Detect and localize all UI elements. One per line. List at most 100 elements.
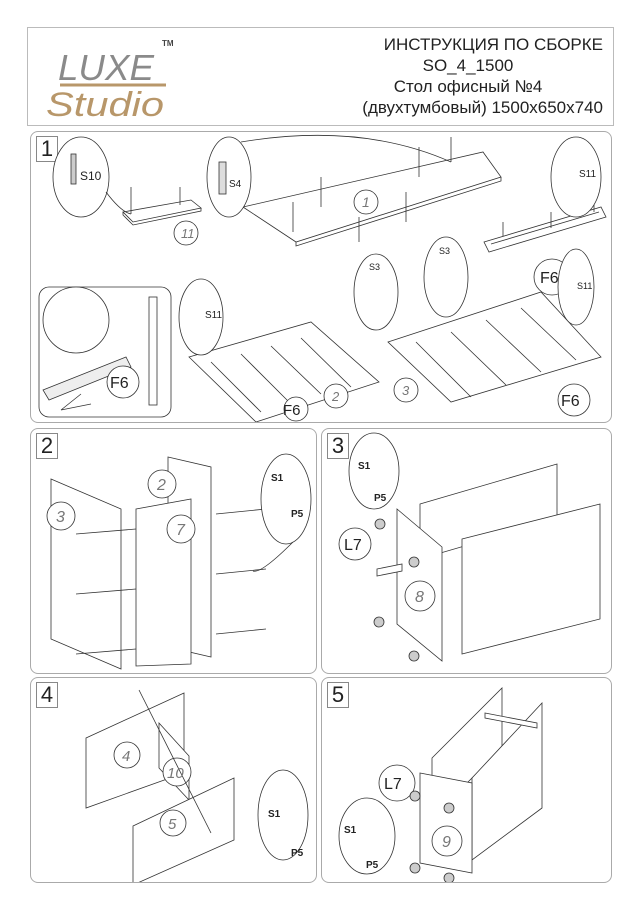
fastener-label: S1 xyxy=(271,473,284,484)
part-9-circle xyxy=(431,825,463,857)
fastener-label: P5 xyxy=(291,509,304,520)
screw-s10-icon xyxy=(70,153,77,185)
leveler-foot-icon xyxy=(408,556,420,568)
fastener-label: S3 xyxy=(369,262,380,272)
fastener-label: S1 xyxy=(268,809,281,820)
fastener-label: S1 xyxy=(344,825,357,836)
callout-s1-p5 xyxy=(260,453,312,545)
panel-11-edge xyxy=(122,208,202,226)
step-number: 5 xyxy=(327,682,349,708)
step-5-panel: 5 9 S1 P5 L7 xyxy=(321,677,612,883)
leveler-foot-icon xyxy=(408,650,420,662)
part-label: 4 xyxy=(122,748,130,765)
part-2-circle xyxy=(147,469,177,499)
part-7-circle xyxy=(166,514,196,544)
fastener-label: S11 xyxy=(577,281,592,291)
step-number: 2 xyxy=(36,433,58,459)
fastener-label: S3 xyxy=(439,246,450,256)
part-label: 11 xyxy=(181,226,195,241)
fastener-label: S1 xyxy=(358,461,371,472)
fastener-label: P5 xyxy=(374,493,387,504)
doc-product-name: Стол офисный №4 xyxy=(393,77,543,96)
fastener-label: P5 xyxy=(366,860,379,871)
top-rail xyxy=(484,712,538,729)
panel-1-edge xyxy=(295,177,502,247)
callout-leader xyxy=(240,134,452,163)
part-5-circle xyxy=(159,809,187,837)
part-label: 2 xyxy=(156,477,166,494)
f6-badge-circle xyxy=(106,365,140,399)
fastener-label: P5 xyxy=(291,848,304,859)
step-number: 3 xyxy=(327,433,349,459)
fitting-label: F6 xyxy=(540,270,559,287)
step-2-panel: 2 3 2 7 S1 P5 xyxy=(30,428,317,674)
screw-s4-icon xyxy=(218,161,227,195)
part-label: 7 xyxy=(176,522,186,539)
callout-s3-right xyxy=(423,236,469,318)
cabinet-side xyxy=(148,296,158,406)
l7-badge-circle xyxy=(338,527,372,561)
doc-model-code: SO_4_1500 xyxy=(422,56,514,75)
part-label: 2 xyxy=(331,389,340,404)
part-4-circle xyxy=(113,741,141,769)
brand-tm-text: TM xyxy=(162,39,174,48)
fastener-label: S11 xyxy=(205,310,222,321)
brand-logo: LUXE TM Studio xyxy=(38,34,188,120)
step-5-illustration: 9 S1 P5 L7 xyxy=(338,687,543,882)
fitting-label: L7 xyxy=(344,537,362,554)
panel-9-shape xyxy=(419,772,473,874)
callout-s1-p5 xyxy=(257,769,309,861)
callout-s11-top xyxy=(550,136,602,218)
pull-arrow xyxy=(60,393,92,411)
step-4-illustration: 4 10 5 S1 P5 xyxy=(85,689,309,882)
part-label: 5 xyxy=(168,816,177,833)
callout-s1-p5 xyxy=(348,432,400,510)
part-label: 8 xyxy=(415,589,424,606)
doc-title: ИНСТРУКЦИЯ ПО СБОРКЕ xyxy=(383,35,603,54)
panel-3-shape xyxy=(387,291,602,403)
part-label: 9 xyxy=(442,834,451,851)
step-4-panel: 4 4 10 5 S1 P5 xyxy=(30,677,317,883)
fitting-label: L7 xyxy=(384,776,402,793)
step-number: 1 xyxy=(36,136,58,162)
step-3-illustration: 8 S1 P5 L7 xyxy=(338,432,601,662)
part-11-circle xyxy=(173,220,199,246)
doc-dimensions: (двухтумбовый) 1500x650x740 xyxy=(362,98,603,117)
document-titles: ИНСТРУКЦИЯ ПО СБОРКЕ SO_4_1500 Стол офис… xyxy=(223,34,603,118)
luxe-studio-logo: LUXE TM Studio xyxy=(46,39,174,120)
part-8-circle xyxy=(404,580,436,612)
callout-leader xyxy=(105,191,132,215)
step-1-illustration: 11 1 2 3 S10 S4 S11 S3 S3 S11 S11 F6 F6 … xyxy=(38,134,607,422)
part-1-circle xyxy=(353,189,379,215)
step-3-panel: 8 S1 P5 L7 3 xyxy=(321,428,612,674)
callout-s1-p5 xyxy=(338,797,396,875)
drawer-slide xyxy=(42,356,132,401)
leveler-foot-icon xyxy=(409,862,421,874)
step-1-panel: 1 xyxy=(30,131,612,423)
callout-s11-right xyxy=(557,248,595,326)
leveler-foot-icon xyxy=(443,872,455,882)
part-label: 3 xyxy=(402,383,410,398)
l7-badge-circle xyxy=(378,764,416,802)
fitting-label: F6 xyxy=(110,375,129,392)
f6-badge-circle xyxy=(557,383,591,417)
side-panel xyxy=(461,503,601,655)
leveler-foot-icon xyxy=(373,616,385,628)
step-2-illustration: 3 2 7 S1 P5 xyxy=(46,453,312,670)
callout-slide-detail xyxy=(42,286,110,354)
part-label: 3 xyxy=(56,509,65,526)
f6-badge-circle xyxy=(283,396,309,422)
leveler-foot-icon xyxy=(409,790,421,802)
fitting-label: F6 xyxy=(283,402,301,419)
brand-top-text: LUXE xyxy=(58,47,155,88)
part-3-circle xyxy=(46,501,76,531)
part-label: 1 xyxy=(362,194,370,210)
callout-s11-left xyxy=(178,278,224,356)
fitting-label: F6 xyxy=(561,393,580,410)
step-number: 4 xyxy=(36,682,58,708)
fastener-label: S4 xyxy=(229,179,242,190)
leveler-foot-icon xyxy=(374,518,386,530)
callout-s10 xyxy=(52,136,110,218)
fastener-label: S10 xyxy=(80,169,102,183)
part-label: 10 xyxy=(167,765,184,782)
